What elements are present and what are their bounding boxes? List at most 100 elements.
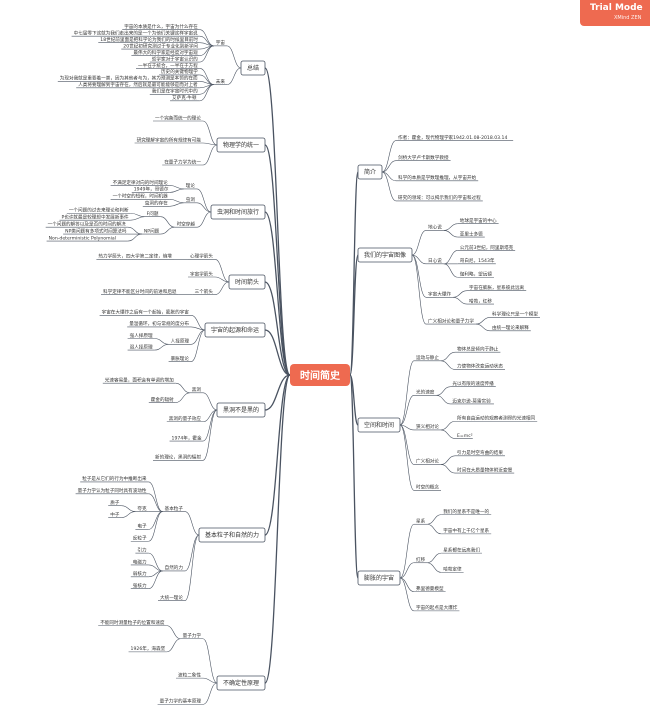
leaf-topic[interactable]: 暴胀理论 (168, 355, 191, 363)
leaf-topic[interactable]: 电子 (135, 523, 149, 530)
sub-topic[interactable]: 广义相对论 (414, 458, 441, 465)
leaf-topic[interactable]: 粒子是从它们的行为中推断出来 (80, 475, 149, 483)
leaf-topic[interactable]: 在量子力学为统一 (162, 158, 203, 165)
leaf-topic[interactable]: 时间在大质量物体附近变慢 (455, 466, 515, 474)
leaf-topic[interactable]: 最伟大的科学家是经度对宇宙观 (131, 49, 200, 56)
leaf-topic[interactable]: 研究的领域：可以揭示我们的宇宙和过程 (396, 194, 483, 201)
leaf-topic[interactable]: 亚里士多德 (457, 230, 485, 237)
leaf-topic[interactable]: 黑洞的量子效应 (166, 415, 203, 423)
leaf-topic[interactable]: 剑桥大学卢卡斯数学教授 (396, 154, 451, 161)
leaf-topic[interactable]: 引力是时空弯曲的结果 (455, 449, 505, 456)
sub-topic[interactable]: F问题 (144, 210, 161, 218)
leaf-topic[interactable]: 我们是在宇宙时代中的 (149, 88, 200, 95)
leaf-topic[interactable]: 中子 (108, 511, 122, 518)
main-branch[interactable]: 我们的宇宙图像 (357, 247, 413, 263)
sub-topic[interactable]: 宇宙 (213, 39, 227, 47)
main-branch[interactable]: 基本粒子和自然的力 (198, 527, 266, 543)
leaf-topic[interactable]: 1926年，海森堡 (128, 645, 167, 653)
root-node[interactable]: 时间简史 (290, 364, 350, 386)
leaf-topic[interactable]: 量子力学认为粒子同时具有波动性 (75, 487, 149, 494)
sub-topic[interactable]: 基本粒子 (162, 505, 185, 512)
leaf-topic[interactable]: 大统一理论 (158, 594, 185, 601)
leaf-topic[interactable]: 量子力学的基本原理 (157, 698, 203, 705)
leaf-topic[interactable]: 星系都在远离我们 (441, 546, 482, 554)
main-branch[interactable]: 空间和时间 (357, 417, 401, 433)
leaf-topic[interactable]: 宇宙的起点是大爆炸 (414, 604, 460, 612)
leaf-topic[interactable]: E=mc² (455, 433, 473, 439)
sub-topic[interactable]: 夸克 (135, 505, 149, 512)
leaf-topic[interactable]: 宇宙中有上千亿个星系 (441, 527, 492, 535)
leaf-topic[interactable]: 物体总是倾向于静止 (455, 345, 501, 352)
sub-topic[interactable]: 运动与静止 (414, 354, 441, 361)
leaf-topic[interactable]: 一半在于统合，一半在于方程 (136, 62, 200, 69)
main-branch[interactable]: 不确定性原理 (216, 675, 266, 691)
leaf-topic[interactable]: 人类将要理解到宇宙存在，然后就是最可能能够是而对上者 (76, 81, 200, 88)
leaf-topic[interactable]: 虫洞的存在 (142, 200, 170, 207)
sub-topic[interactable]: 黑洞 (189, 386, 203, 393)
leaf-topic[interactable]: 不满足定律对向的时间理论 (110, 179, 170, 186)
main-branch[interactable]: 简介 (357, 164, 383, 180)
leaf-topic[interactable]: 20世纪初研究测过于专业化到新学问 (121, 42, 200, 50)
leaf-topic[interactable]: 由统一理论来解释 (490, 324, 531, 331)
main-branch[interactable]: 时间箭头 (228, 274, 266, 290)
leaf-topic[interactable]: 哈勃定律 (441, 566, 464, 573)
leaf-topic[interactable]: 宇宙在大爆炸之后有一个起始，膨胀的宇宙 (99, 309, 191, 316)
sub-topic[interactable]: 人择原理 (168, 338, 191, 345)
leaf-topic[interactable]: 光以有限的速度传播 (450, 380, 496, 387)
leaf-topic[interactable]: 迈克尔逊-莫雷实验 (450, 397, 494, 405)
leaf-topic[interactable]: 地球是宇宙的中心 (457, 217, 499, 224)
main-branch[interactable]: 物理学的统一 (216, 137, 266, 153)
leaf-topic[interactable]: 热力学箭头，四大学第二定律，熵增 (96, 253, 174, 260)
leaf-topic[interactable]: 强核力 (130, 582, 149, 590)
leaf-topic[interactable]: 宇宙在膨胀，星系彼此远离 (467, 284, 527, 291)
sub-topic[interactable]: 量子力学 (180, 632, 203, 640)
leaf-topic[interactable]: 一个时空的短程，时间机器 (110, 193, 170, 200)
leaf-topic[interactable]: 一个问题的解答以及是否的时间的解决 (45, 220, 128, 227)
sub-topic[interactable]: 地心说 (426, 224, 444, 231)
leaf-topic[interactable]: 哥白尼，1543年 (457, 257, 496, 265)
leaf-topic[interactable]: 中七届零下这就为我们走出来的是一个为他们关键这样宇宙说 (71, 29, 200, 37)
leaf-topic[interactable]: 所有自由运动的观察者测得的光速相同 (455, 415, 538, 422)
sub-topic[interactable]: 未来 (213, 78, 227, 85)
leaf-topic[interactable]: 哲学家对于宇宙认识的 (149, 55, 200, 62)
leaf-topic[interactable]: 伽利略，望远镜 (457, 271, 494, 278)
main-branch[interactable]: 黑洞不是黑的 (216, 402, 266, 418)
main-branch[interactable]: 宇宙的起源和命运 (204, 322, 266, 338)
leaf-topic[interactable]: 弱人择原理 (127, 343, 155, 351)
sub-topic[interactable]: 广义相对论和量子力学 (426, 317, 476, 325)
leaf-topic[interactable]: 质子 (108, 499, 122, 506)
sub-topic[interactable]: 虫洞 (183, 196, 197, 203)
sub-topic[interactable]: 理论 (183, 182, 197, 189)
main-branch[interactable]: 总结 (240, 60, 266, 76)
leaf-topic[interactable]: 公元前3世纪，阿里斯塔克 (457, 244, 516, 251)
leaf-topic[interactable]: 宇宙学箭头 (188, 270, 215, 278)
leaf-topic[interactable]: 电磁力 (130, 558, 149, 566)
leaf-topic[interactable]: 1974年，霍金 (169, 434, 203, 441)
leaf-topic[interactable]: 引力 (135, 546, 149, 554)
leaf-topic[interactable]: 霍金的辐射 (148, 396, 176, 403)
leaf-topic[interactable]: 不能同时测量粒子的位置和速度 (98, 619, 167, 626)
leaf-topic[interactable]: 力使物体改变运动状态 (455, 363, 505, 370)
sub-topic[interactable]: 红移 (414, 556, 428, 564)
sub-topic[interactable]: 时空穿越 (174, 220, 197, 227)
sub-topic[interactable]: NP问题 (141, 227, 161, 234)
leaf-topic[interactable]: 哈勃，红移 (467, 297, 494, 304)
leaf-topic[interactable]: 艾萨克·牛顿 (170, 94, 200, 102)
leaf-topic[interactable]: 科学理论只是一个模型 (490, 311, 540, 318)
sub-topic[interactable]: 狭义相对论 (414, 423, 441, 430)
leaf-topic[interactable]: 一个完备而统一的理论 (153, 114, 203, 121)
leaf-topic[interactable]: 科学定律不能区分时间的前进和后退 (101, 288, 179, 295)
sub-topic[interactable]: 星系 (414, 518, 428, 525)
sub-topic[interactable]: 日心说 (426, 257, 444, 265)
leaf-topic[interactable]: 宇宙的本质是什么，宇宙为什么存在 (122, 23, 200, 30)
leaf-topic[interactable]: 科学的本质是学数理推理，从宇宙开始 (396, 174, 479, 181)
leaf-topic[interactable]: 时空的概念 (414, 484, 441, 491)
leaf-topic[interactable]: 历史的关键物理学 (159, 68, 200, 75)
leaf-topic[interactable]: 一个问题的过去来理论和判断 (66, 207, 131, 214)
leaf-topic[interactable]: Non-deterministic Polynomial (46, 235, 128, 241)
leaf-topic[interactable]: 波粒二象性 (176, 671, 203, 679)
main-branch[interactable]: 膨胀的宇宙 (357, 570, 401, 586)
leaf-topic[interactable]: P也许就最是较理想中发展新事件 (59, 213, 131, 220)
sub-topic[interactable]: 三个箭头 (192, 288, 215, 295)
leaf-topic[interactable]: 弗里德曼模型 (414, 585, 446, 592)
